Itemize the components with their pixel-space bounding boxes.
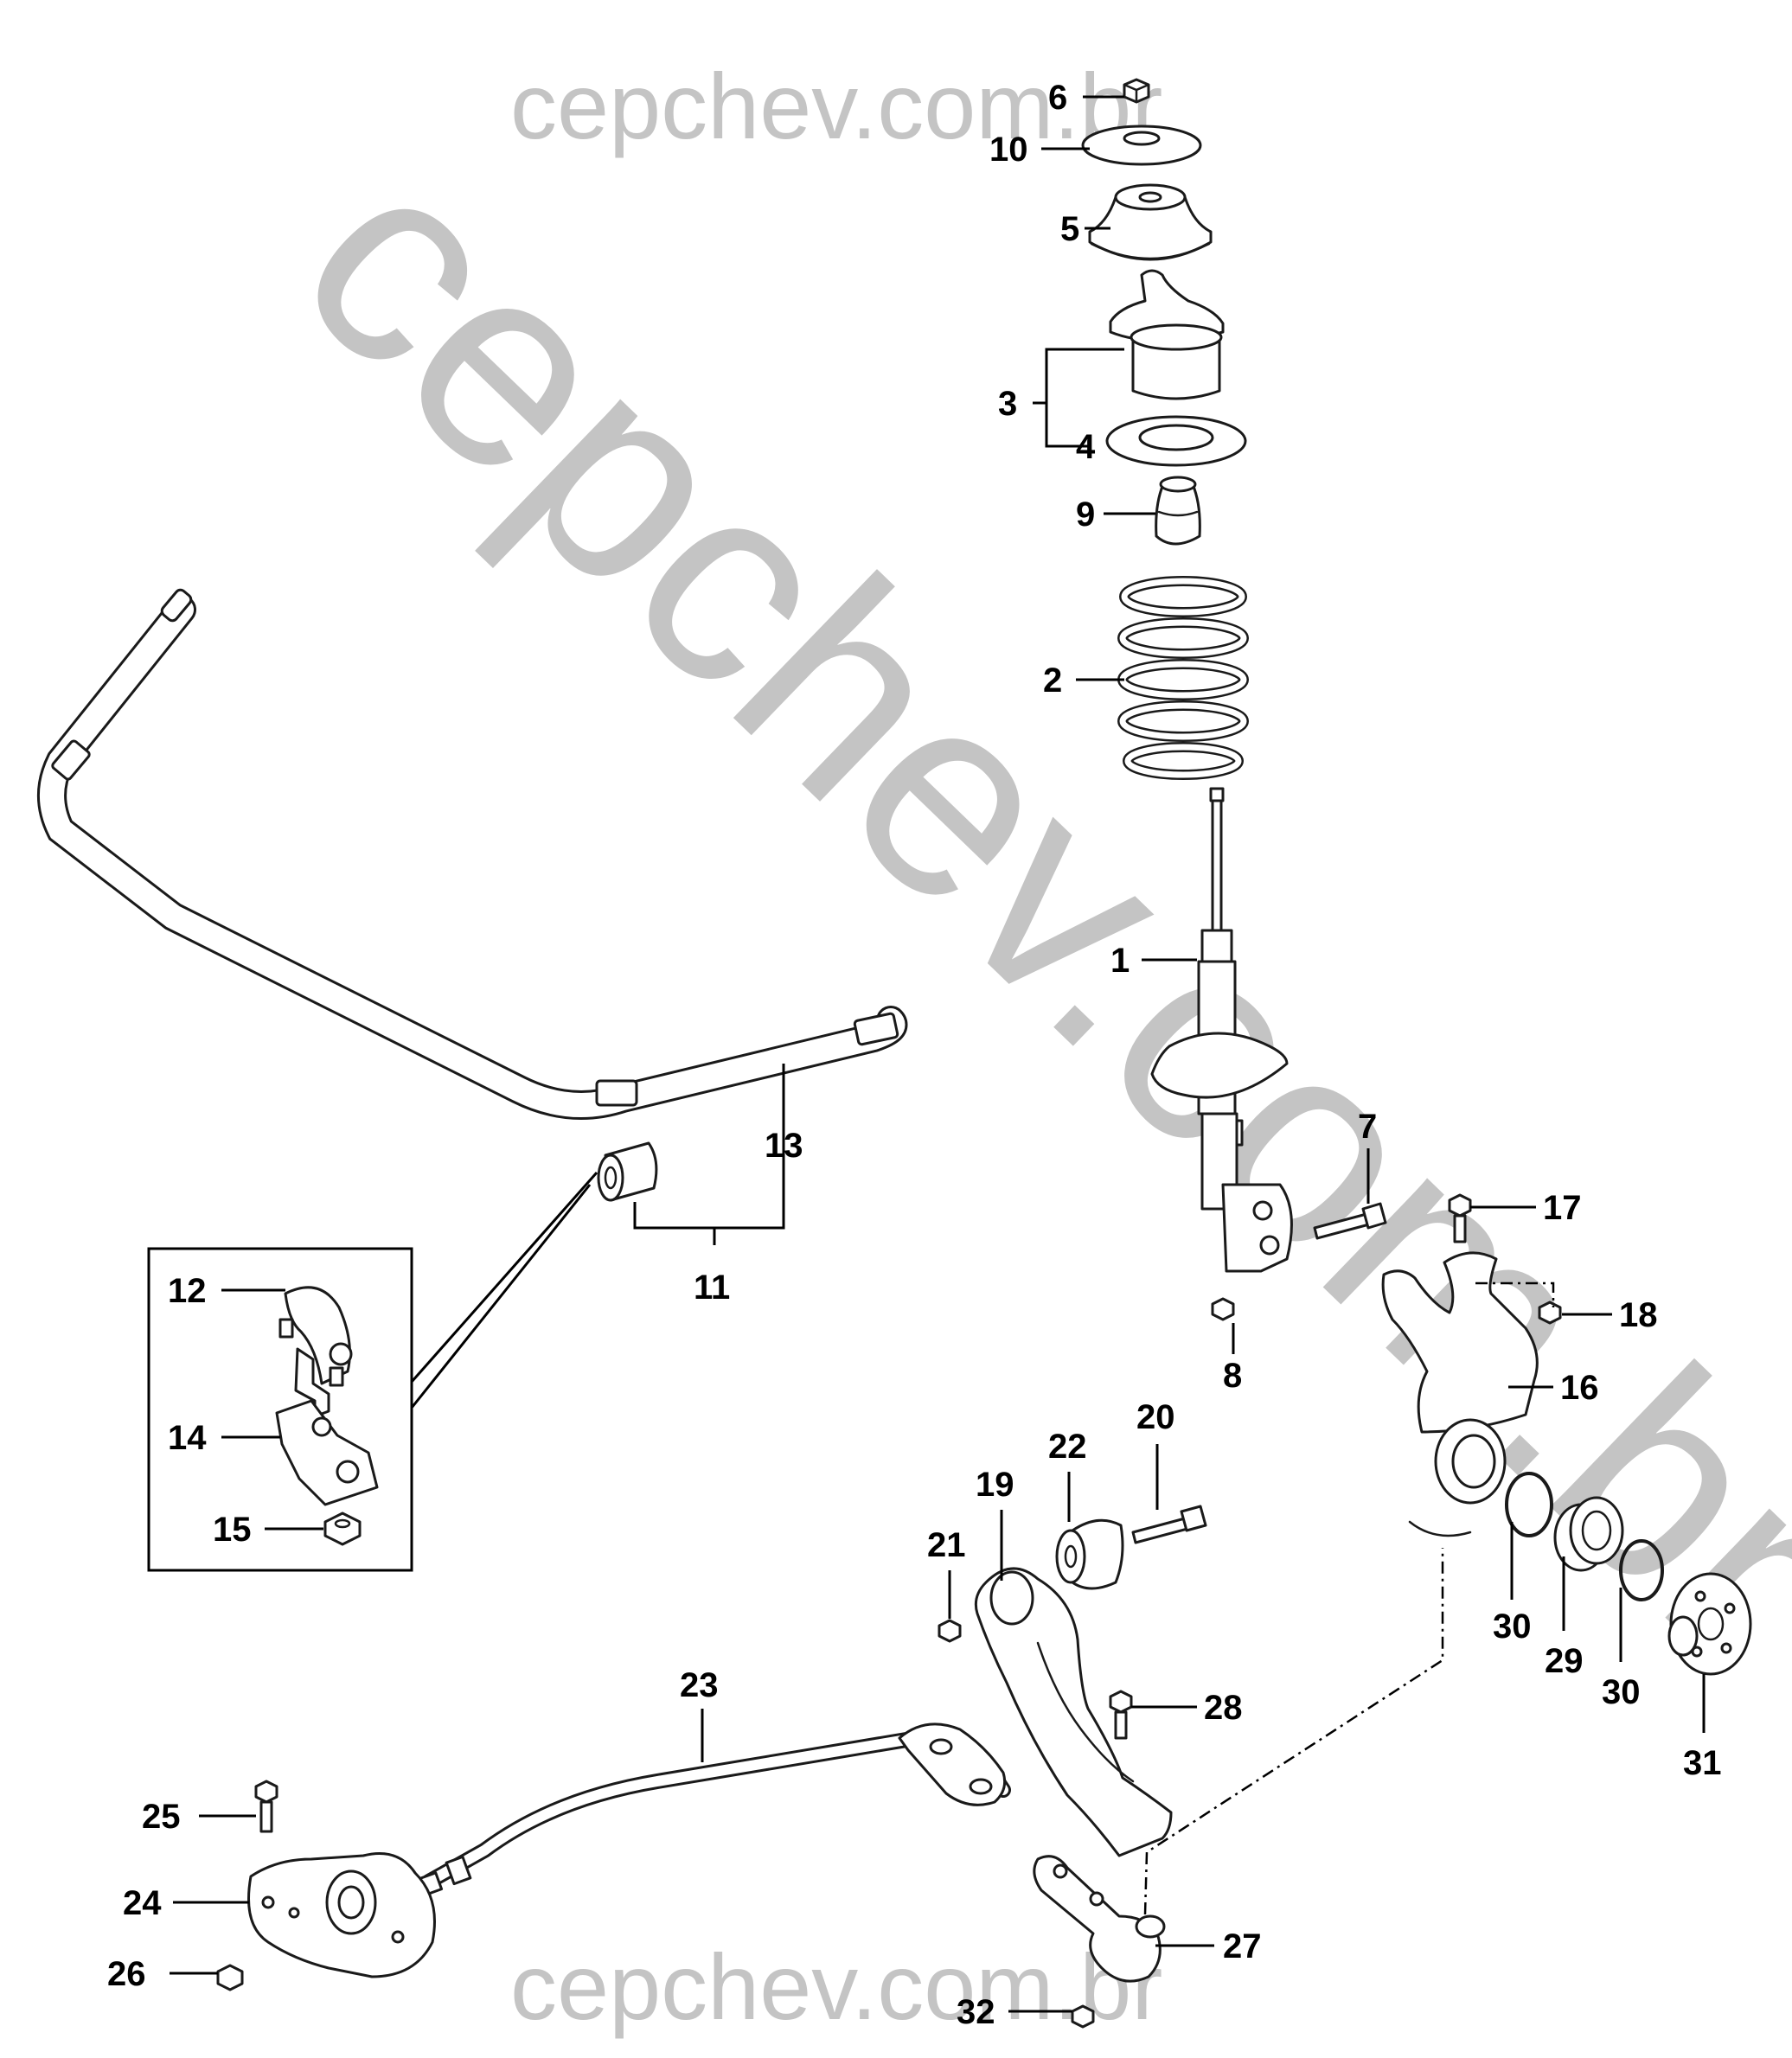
callout-11: 11	[694, 1269, 730, 1307]
strut-bolt	[1313, 1202, 1387, 1240]
callout-29: 29	[1545, 1642, 1584, 1680]
control-arm-nut	[938, 1619, 962, 1643]
knuckle-nut	[1538, 1301, 1562, 1325]
stabilizer-clamp	[278, 1286, 353, 1418]
callout-25: 25	[142, 1798, 181, 1836]
ball-joint	[1033, 1855, 1166, 1983]
control-arm-bushing	[1055, 1518, 1124, 1590]
callout-21: 21	[927, 1526, 966, 1564]
bracket-nut	[323, 1512, 362, 1546]
callout-24: 24	[123, 1884, 162, 1922]
callout-28: 28	[1204, 1689, 1243, 1727]
upper-spring-seat	[1105, 415, 1247, 467]
snap-ring-inner	[1505, 1472, 1553, 1537]
strut-nut	[1123, 78, 1150, 104]
callout-12: 12	[168, 1272, 207, 1310]
callout-26: 26	[107, 1955, 146, 1993]
strut-bolt-nut	[1211, 1297, 1235, 1321]
watermark-bottom: cepchev.com.br	[510, 1934, 1162, 2039]
assembly-line-knuckle-nut	[1475, 1281, 1555, 1307]
stabilizer-bracket	[275, 1399, 379, 1506]
callout-27: 27	[1223, 1927, 1262, 1965]
callout-8: 8	[1223, 1357, 1242, 1395]
callout-15: 15	[213, 1511, 252, 1549]
bracket-lower-nut	[216, 1964, 244, 1991]
callout-1: 1	[1110, 942, 1130, 980]
control-arm-bolt	[1131, 1505, 1207, 1544]
watermark-diagonal: cepchev.com.br	[242, 99, 1792, 1715]
lower-control-arm	[974, 1567, 1173, 1857]
bump-stop	[1155, 476, 1201, 546]
callout-2: 2	[1043, 662, 1062, 700]
callout-32: 32	[957, 1993, 995, 2031]
snap-ring-outer	[1619, 1539, 1664, 1601]
subframe-bolt	[254, 1780, 278, 1833]
strut-top-mount	[1088, 183, 1213, 261]
callout-3: 3	[998, 385, 1017, 423]
callout-4: 4	[1076, 428, 1096, 466]
callout-6: 6	[1048, 79, 1067, 117]
leader-lines	[170, 95, 1706, 2013]
callout-18: 18	[1619, 1296, 1658, 1334]
callout-30-outer: 30	[1602, 1673, 1641, 1711]
mount-washer	[1081, 125, 1202, 166]
callout-14: 14	[168, 1419, 207, 1457]
clamp-hardware-inset	[147, 1247, 413, 1572]
callout-13: 13	[765, 1127, 803, 1165]
callout-5: 5	[1060, 210, 1079, 248]
wheel-bearing	[1553, 1496, 1624, 1572]
callout-9: 9	[1076, 495, 1095, 534]
coil-spring	[1117, 576, 1249, 780]
callout-16: 16	[1560, 1369, 1599, 1407]
callout-17: 17	[1543, 1189, 1582, 1227]
callout-19: 19	[976, 1466, 1014, 1504]
rear-bushing-bracket	[247, 1852, 436, 1978]
watermark-top: cepchev.com.br	[510, 54, 1162, 158]
stabilizer-bar	[37, 588, 907, 1120]
knuckle-bolt	[1448, 1193, 1472, 1243]
callout-10: 10	[989, 131, 1028, 169]
callout-7: 7	[1358, 1108, 1377, 1146]
callout-22: 22	[1048, 1428, 1087, 1466]
arm-mount-bolt	[1109, 1690, 1133, 1740]
ball-joint-nut	[1071, 2004, 1095, 2029]
wheel-hub	[1667, 1572, 1752, 1676]
callout-30-inner: 30	[1493, 1607, 1532, 1646]
stabilizer-bushing	[597, 1141, 658, 1202]
strut-bearing	[1109, 269, 1225, 400]
callout-23: 23	[680, 1666, 719, 1704]
callout-31: 31	[1683, 1744, 1722, 1782]
tie-rod	[411, 1722, 1011, 1899]
callout-20: 20	[1136, 1398, 1175, 1436]
shock-absorber-strut	[1150, 787, 1293, 1273]
assembly-line-ball-joint	[1143, 1548, 1444, 1915]
steering-knuckle	[1381, 1251, 1539, 1537]
